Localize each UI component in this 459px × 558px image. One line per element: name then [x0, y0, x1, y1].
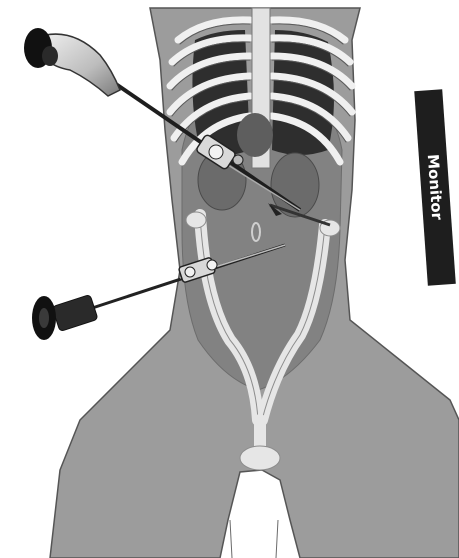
laparoscope-camera-icon	[24, 28, 120, 96]
endoscope-eyepiece-icon	[32, 294, 98, 340]
bladder	[240, 446, 280, 470]
monitor: Monitor	[414, 89, 456, 285]
crotch-line	[230, 520, 278, 558]
